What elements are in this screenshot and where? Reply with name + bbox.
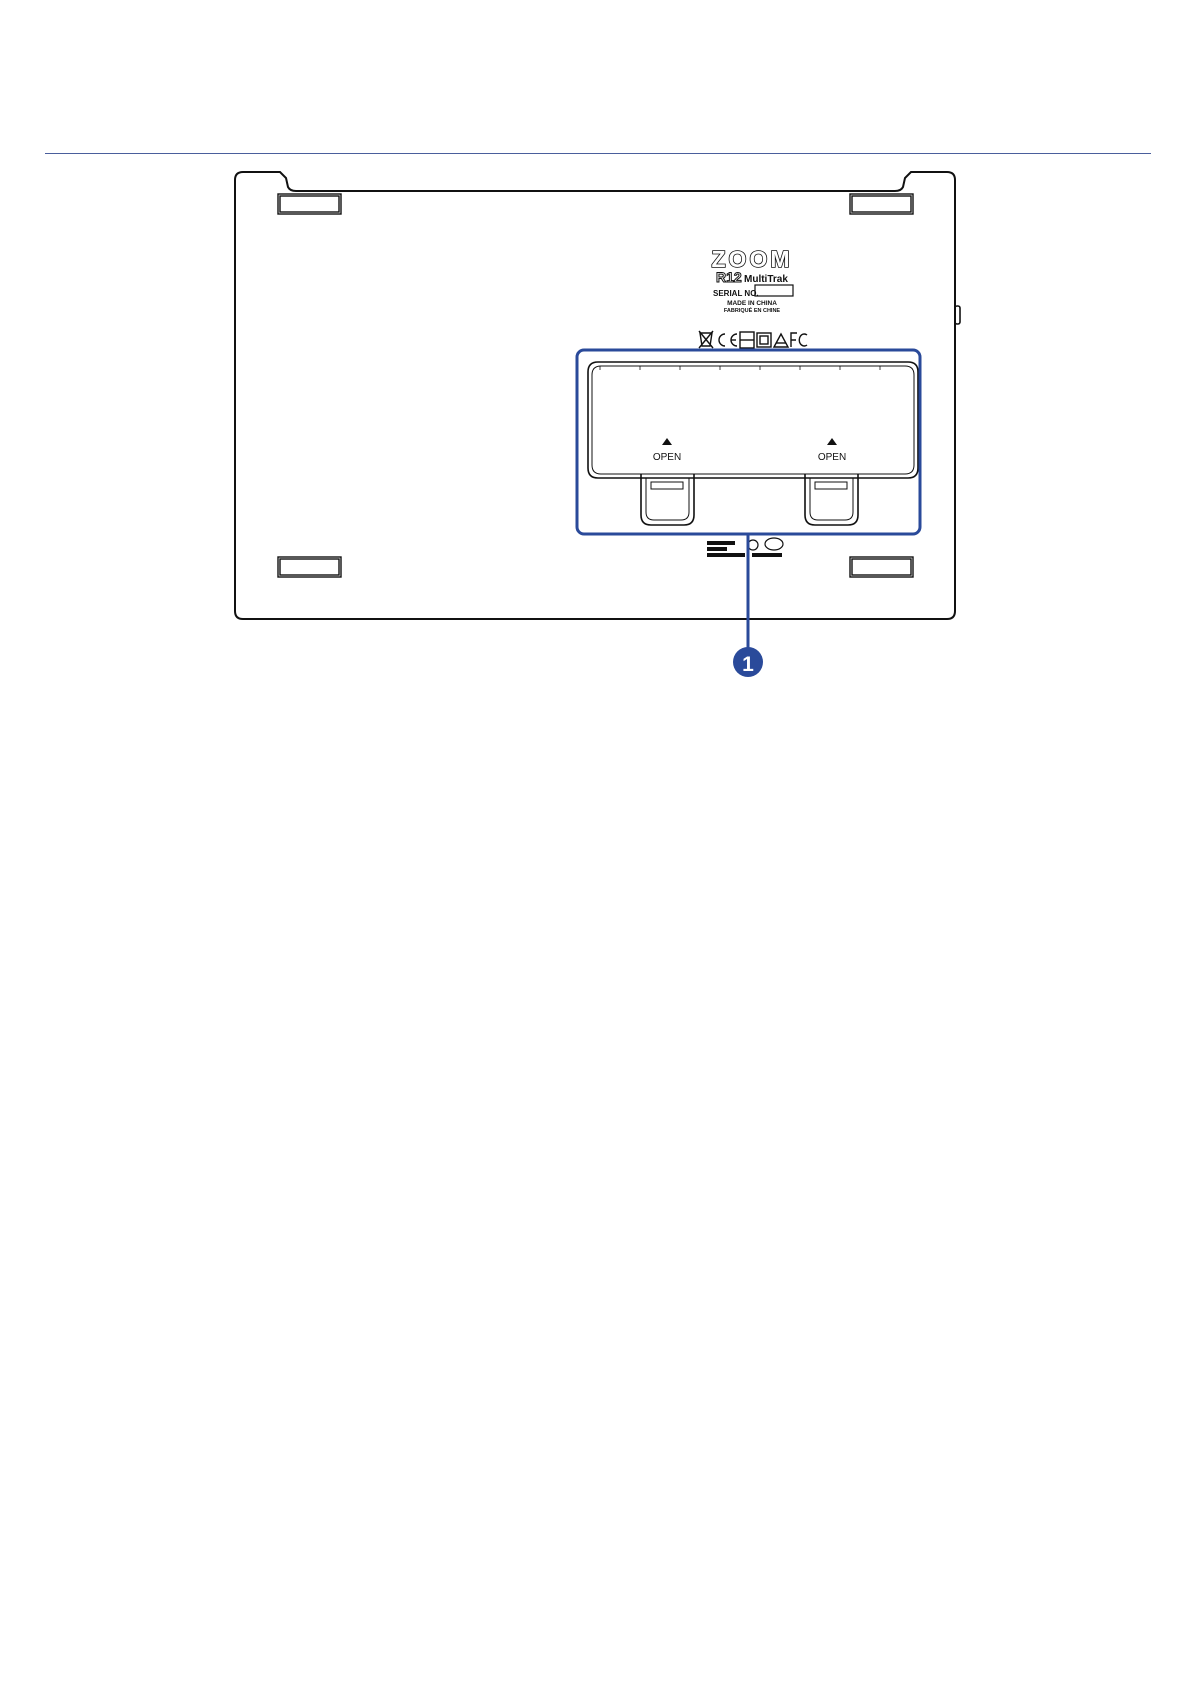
serial-box <box>755 285 793 296</box>
device-outline <box>235 172 955 619</box>
made-in-fr-label: FABRIQUÉ EN CHINE <box>724 306 781 314</box>
recycle-bin-icon <box>699 331 713 348</box>
ce-mark-icon <box>719 334 737 346</box>
foot-top-left <box>278 194 341 214</box>
latch-left <box>641 474 694 525</box>
ukca-mark-icon <box>740 332 754 348</box>
latch-right <box>805 474 858 525</box>
latch-left-label: OPEN <box>653 452 681 463</box>
lower-compliance-label <box>707 538 783 557</box>
fcc-mark-icon <box>791 333 807 347</box>
foot-top-right <box>850 194 913 214</box>
kc-mark-icon <box>757 333 771 347</box>
callout-number: 1 <box>742 653 754 676</box>
made-in-label: MADE IN CHINA <box>727 300 777 307</box>
side-nub <box>955 306 960 324</box>
callout-highlight-box <box>577 350 920 534</box>
device-bottom-diagram: ZOOM R12 MultiTrak SERIAL NO. MADE IN CH… <box>0 0 1191 700</box>
latch-right-label: OPEN <box>818 452 846 463</box>
certification-marks <box>699 331 807 348</box>
model-suffix: MultiTrak <box>744 274 788 285</box>
model-name: R12 <box>716 269 742 285</box>
serial-label: SERIAL NO. <box>713 289 759 298</box>
foot-bottom-left <box>278 557 341 577</box>
open-arrow-left-icon <box>662 438 672 445</box>
triangle-mark-icon <box>774 334 788 347</box>
battery-cover <box>588 362 918 525</box>
foot-bottom-right <box>850 557 913 577</box>
open-arrow-right-icon <box>827 438 837 445</box>
